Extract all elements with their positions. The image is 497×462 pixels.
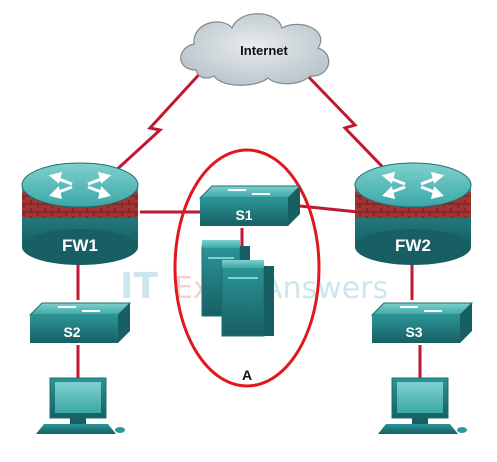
switch-arrows-icon [58, 306, 100, 312]
switch-s1: S1 [198, 185, 302, 226]
router-arrows-icon [48, 171, 112, 200]
zone-a-label: A [242, 367, 252, 383]
watermark-answers: Answers [262, 271, 388, 306]
switch-s2: S2 [28, 302, 132, 343]
wan-link-fw1 [98, 66, 207, 187]
s3-label: S3 [405, 324, 422, 340]
switch-s3: S3 [370, 302, 474, 343]
fw1-label: FW1 [62, 236, 98, 255]
pc-icon [36, 377, 125, 434]
links [76, 66, 422, 380]
watermark-it: IT [120, 266, 158, 307]
internet-cloud: Internet [180, 13, 330, 86]
switch-arrows-icon [400, 306, 442, 312]
router-arrows-icon [381, 171, 445, 200]
firewall-fw2: FW2 [354, 162, 472, 265]
wan-link-fw2 [298, 66, 402, 187]
zone-a-outline [173, 148, 321, 388]
s2-label: S2 [63, 324, 80, 340]
server-icon [201, 240, 274, 337]
firewall-fw1: FW1 [21, 162, 139, 265]
s1-label: S1 [235, 207, 252, 223]
pc-icon [378, 377, 467, 434]
fw2-label: FW2 [395, 236, 431, 255]
switch-arrows-icon [228, 189, 270, 195]
internet-label: Internet [240, 43, 288, 58]
link-s1-fw2 [289, 203, 359, 214]
